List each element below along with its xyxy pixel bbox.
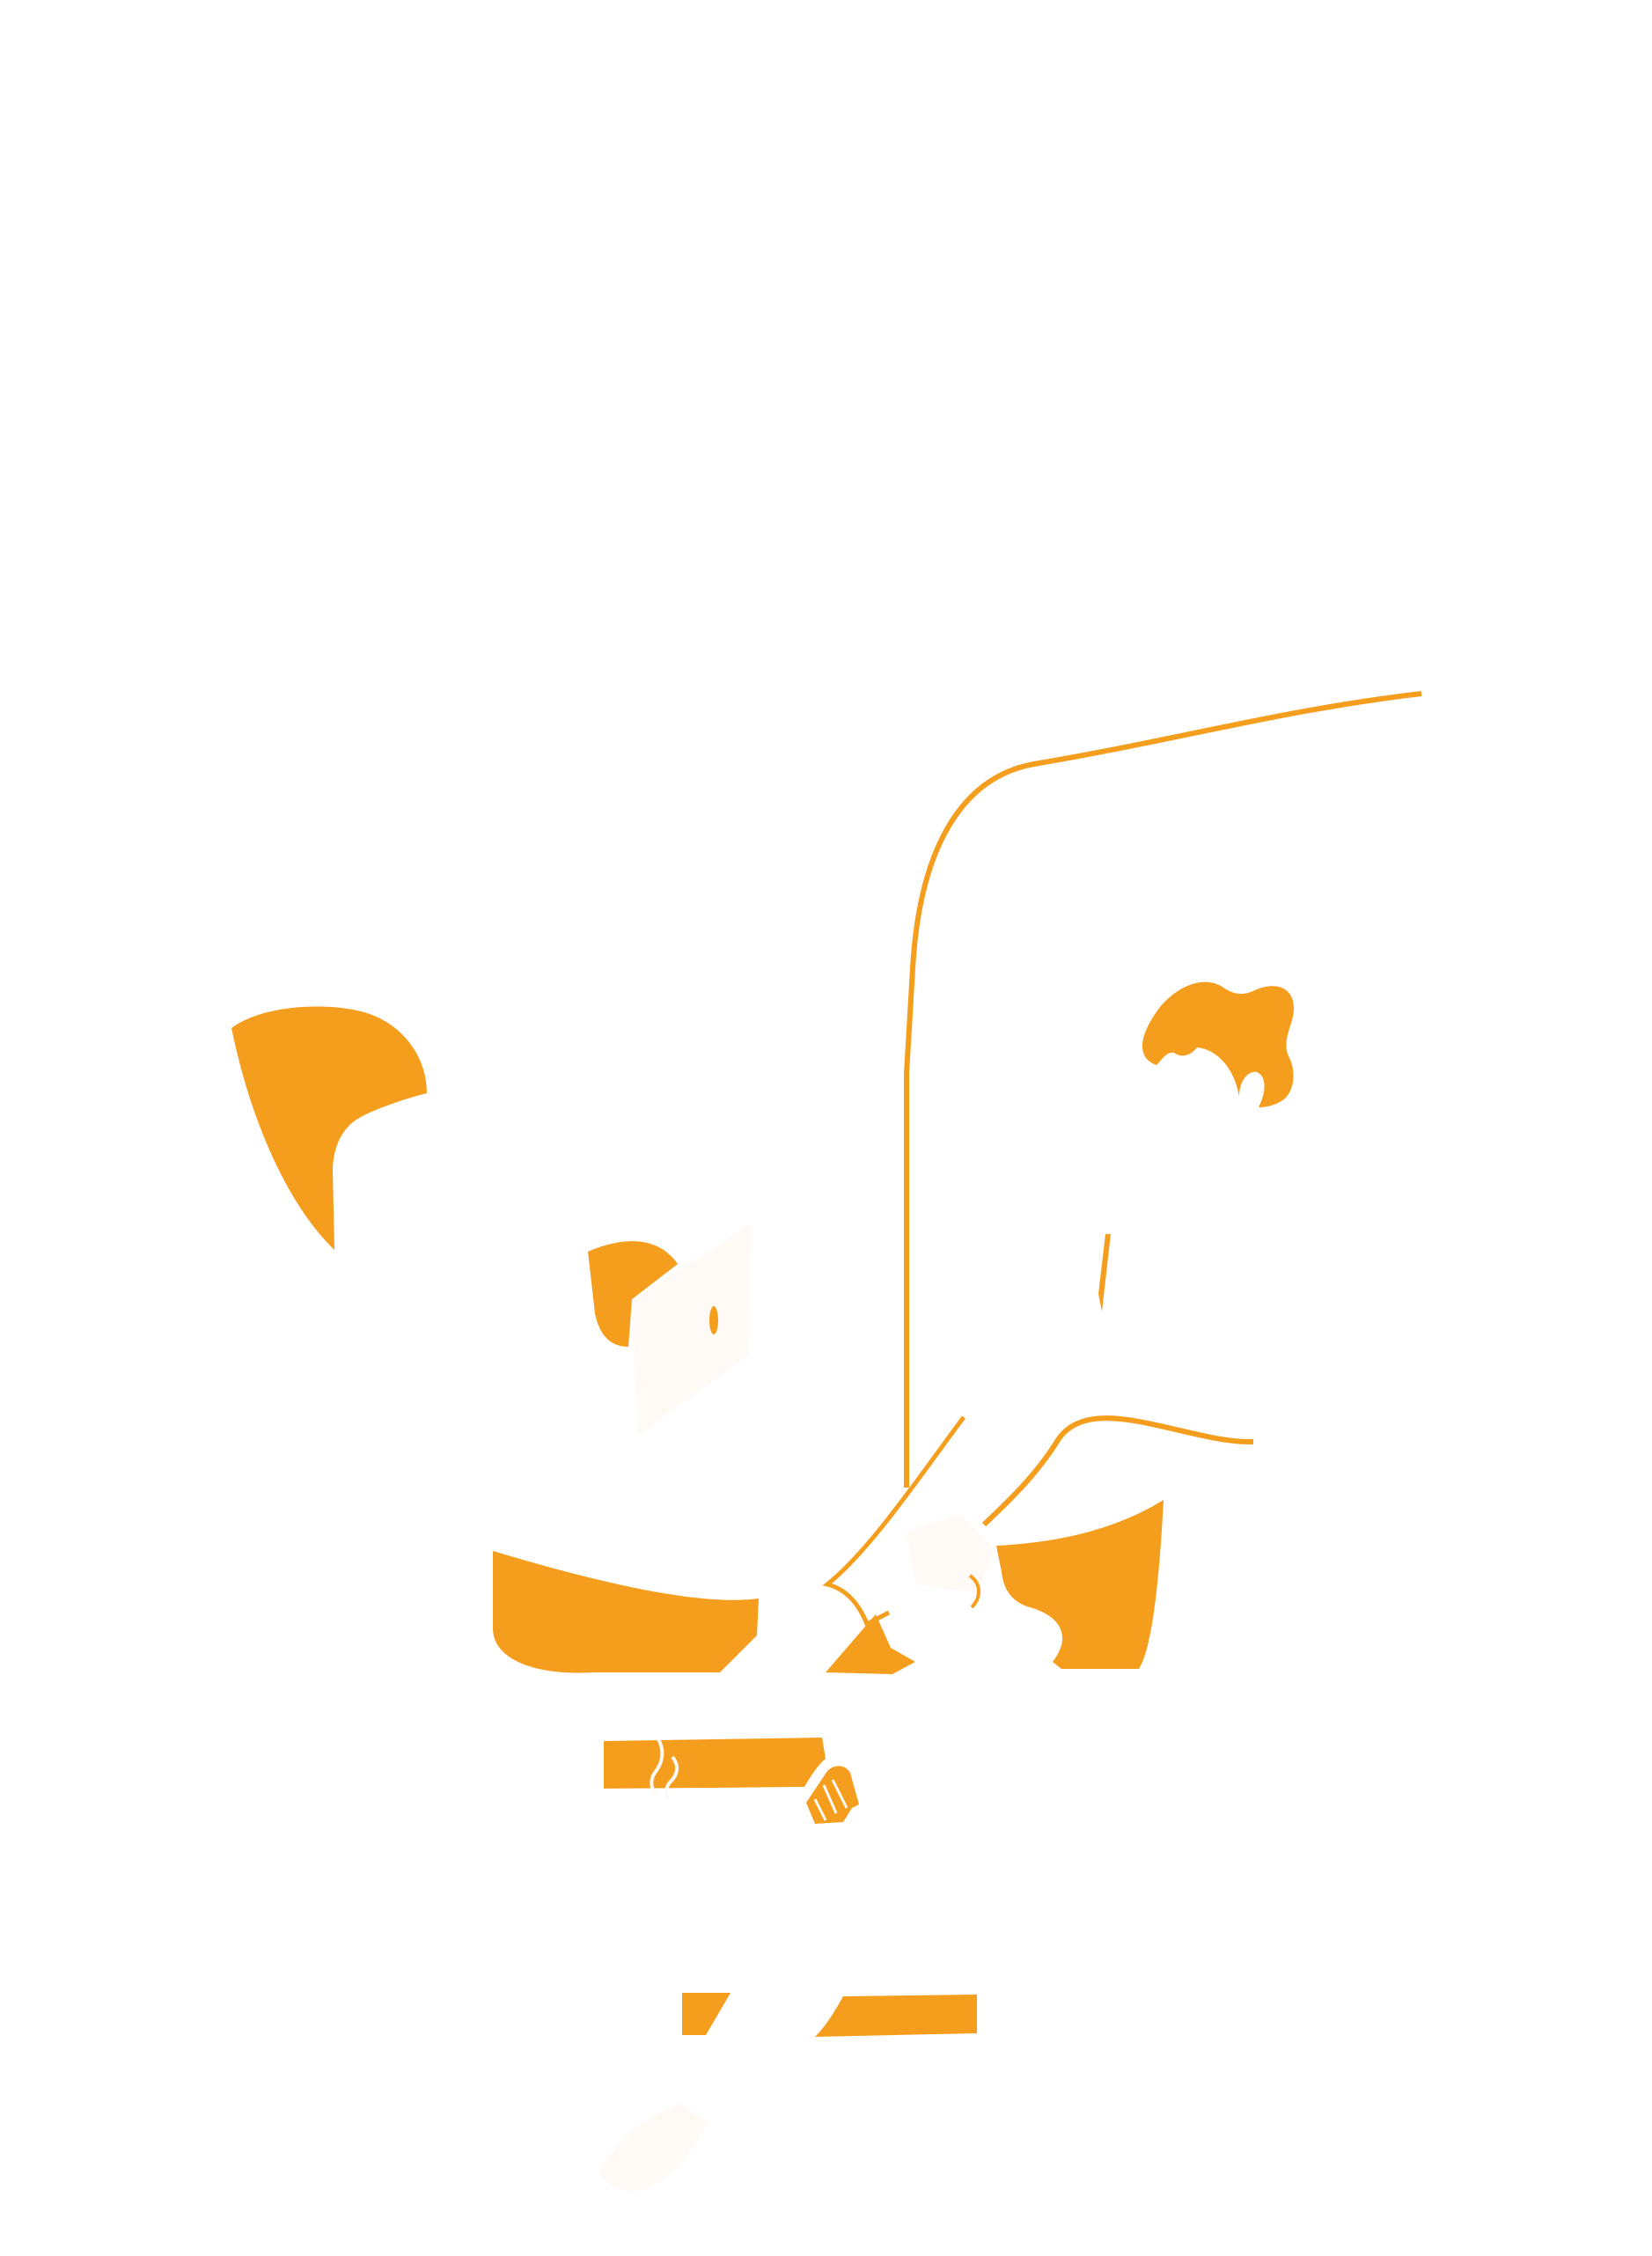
small-tick-shape (1098, 1234, 1111, 1312)
steam-line-2 (664, 1755, 679, 1801)
eye-shape (709, 1306, 718, 1334)
sleeve-upper-line (981, 1415, 1254, 1527)
glove-stripe-lines (813, 1779, 848, 1821)
body-right-shape (996, 1500, 1164, 1669)
hand-highlight-shape (907, 1514, 995, 1593)
body-band-shape (493, 1551, 759, 1673)
cable-line (904, 691, 1422, 1488)
foot-band-shape (682, 1993, 731, 2035)
shoe-highlight-shape (598, 2104, 708, 2192)
foot-band-right-shape (815, 1995, 977, 2037)
finger-curl-line (968, 1574, 980, 1609)
sleeve-curve-line (822, 1415, 966, 1628)
face-patch-shape (588, 1241, 678, 1347)
face-block-shape (632, 1225, 750, 1435)
hair-blob-shape (1142, 981, 1294, 1107)
body-center-shape (826, 1614, 915, 1674)
left-shoulder-shape (231, 1006, 427, 1250)
steam-line-1 (650, 1738, 664, 1797)
lower-band-shape (604, 1738, 826, 1789)
